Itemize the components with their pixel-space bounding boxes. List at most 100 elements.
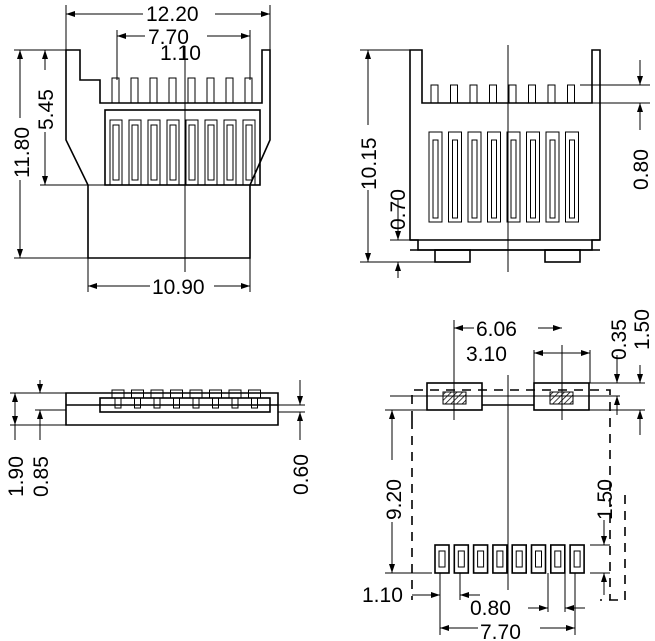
pin [430, 84, 439, 104]
pin [489, 84, 497, 104]
pin [173, 397, 180, 409]
dim-0-60: 0.60 [290, 454, 313, 495]
dim-10-15: 10.15 [358, 137, 381, 190]
pin [453, 544, 470, 574]
dim-3-10: 3.10 [466, 343, 507, 366]
dim-0-80-pin: 0.80 [470, 597, 511, 620]
side-view: 1.90 0.85 0.60 [5, 380, 313, 497]
pin [526, 131, 540, 223]
dim-7-70-pins: 7.70 [480, 621, 521, 641]
pin [189, 389, 203, 399]
dim-0-70: 0.70 [387, 189, 410, 230]
pin [131, 389, 144, 399]
front-view: 12.20 7.70 1.10 11.80 5.45 10.90 [8, 0, 271, 299]
pin [170, 389, 183, 399]
pin [452, 139, 458, 219]
pin [569, 139, 575, 219]
pin [131, 124, 139, 181]
pin [212, 397, 219, 409]
pin [185, 119, 199, 186]
pin [492, 544, 508, 574]
dim-5-45: 5.45 [35, 89, 58, 130]
pin [528, 84, 536, 104]
pin [128, 119, 142, 186]
dim-0-80: 0.80 [630, 149, 653, 190]
pin [428, 131, 443, 223]
pin [496, 550, 504, 568]
pin [248, 389, 261, 399]
pin [245, 124, 253, 181]
pin [147, 119, 161, 186]
pin [134, 397, 141, 409]
pin [565, 131, 579, 223]
dim-7-70: 7.70 [148, 26, 189, 49]
dim-6-06: 6.06 [476, 318, 517, 341]
dim-1-50-pad: 1.50 [631, 309, 654, 350]
pin [472, 544, 489, 574]
pin [471, 139, 478, 219]
pin [506, 131, 521, 223]
pin [467, 131, 482, 223]
pin [549, 544, 566, 574]
pin [112, 124, 120, 181]
pin [244, 77, 253, 104]
dim-1-50-pin: 1.50 [594, 479, 617, 520]
pin [510, 139, 517, 219]
pin [448, 131, 462, 223]
pin [130, 77, 139, 104]
dim-0-35: 0.35 [608, 319, 631, 360]
pin [457, 550, 465, 568]
pin [187, 77, 196, 104]
pin [242, 119, 256, 186]
pin [204, 119, 218, 186]
pin [438, 550, 446, 568]
pin [545, 131, 560, 223]
pin [150, 124, 158, 181]
dim-0-85: 0.85 [30, 456, 53, 497]
pin [530, 544, 547, 574]
pin [192, 397, 200, 409]
footprint-view: 6.06 3.10 0.35 1.50 9.20 1.50 1.10 0.80 … [362, 309, 654, 641]
pin [547, 84, 556, 104]
pin [477, 550, 485, 568]
pin [515, 550, 523, 568]
pin [434, 544, 450, 574]
pin [251, 397, 258, 409]
pin [109, 119, 123, 186]
dim-1-90: 1.90 [5, 456, 28, 497]
pin [207, 124, 215, 181]
pin [491, 139, 497, 219]
pin [150, 389, 164, 399]
pin [114, 397, 122, 409]
dim-11-80: 11.80 [11, 127, 34, 178]
pin [111, 389, 125, 399]
pin [168, 77, 177, 104]
pin [231, 397, 239, 409]
dim-12-20: 12.20 [146, 3, 199, 26]
dim-10-90: 10.90 [152, 276, 205, 299]
pin [153, 397, 161, 409]
pin [573, 550, 581, 568]
pin [549, 139, 556, 219]
pin [511, 544, 528, 574]
dim-1-10: 1.10 [160, 42, 201, 65]
pin [432, 139, 439, 219]
pin [469, 84, 478, 104]
pin [169, 124, 177, 181]
pin [569, 544, 585, 574]
pin [188, 124, 196, 181]
pin [166, 119, 180, 186]
pin [508, 84, 517, 104]
pin [149, 77, 158, 104]
dim-1-10-pitch: 1.10 [362, 584, 403, 607]
pin [530, 139, 536, 219]
pin [226, 124, 234, 181]
pin [206, 77, 215, 104]
pin [487, 131, 501, 223]
dim-9-20: 9.20 [383, 479, 406, 520]
pin [535, 550, 542, 568]
rear-view: 10.15 0.70 0.80 [355, 45, 653, 278]
pin [223, 119, 237, 186]
